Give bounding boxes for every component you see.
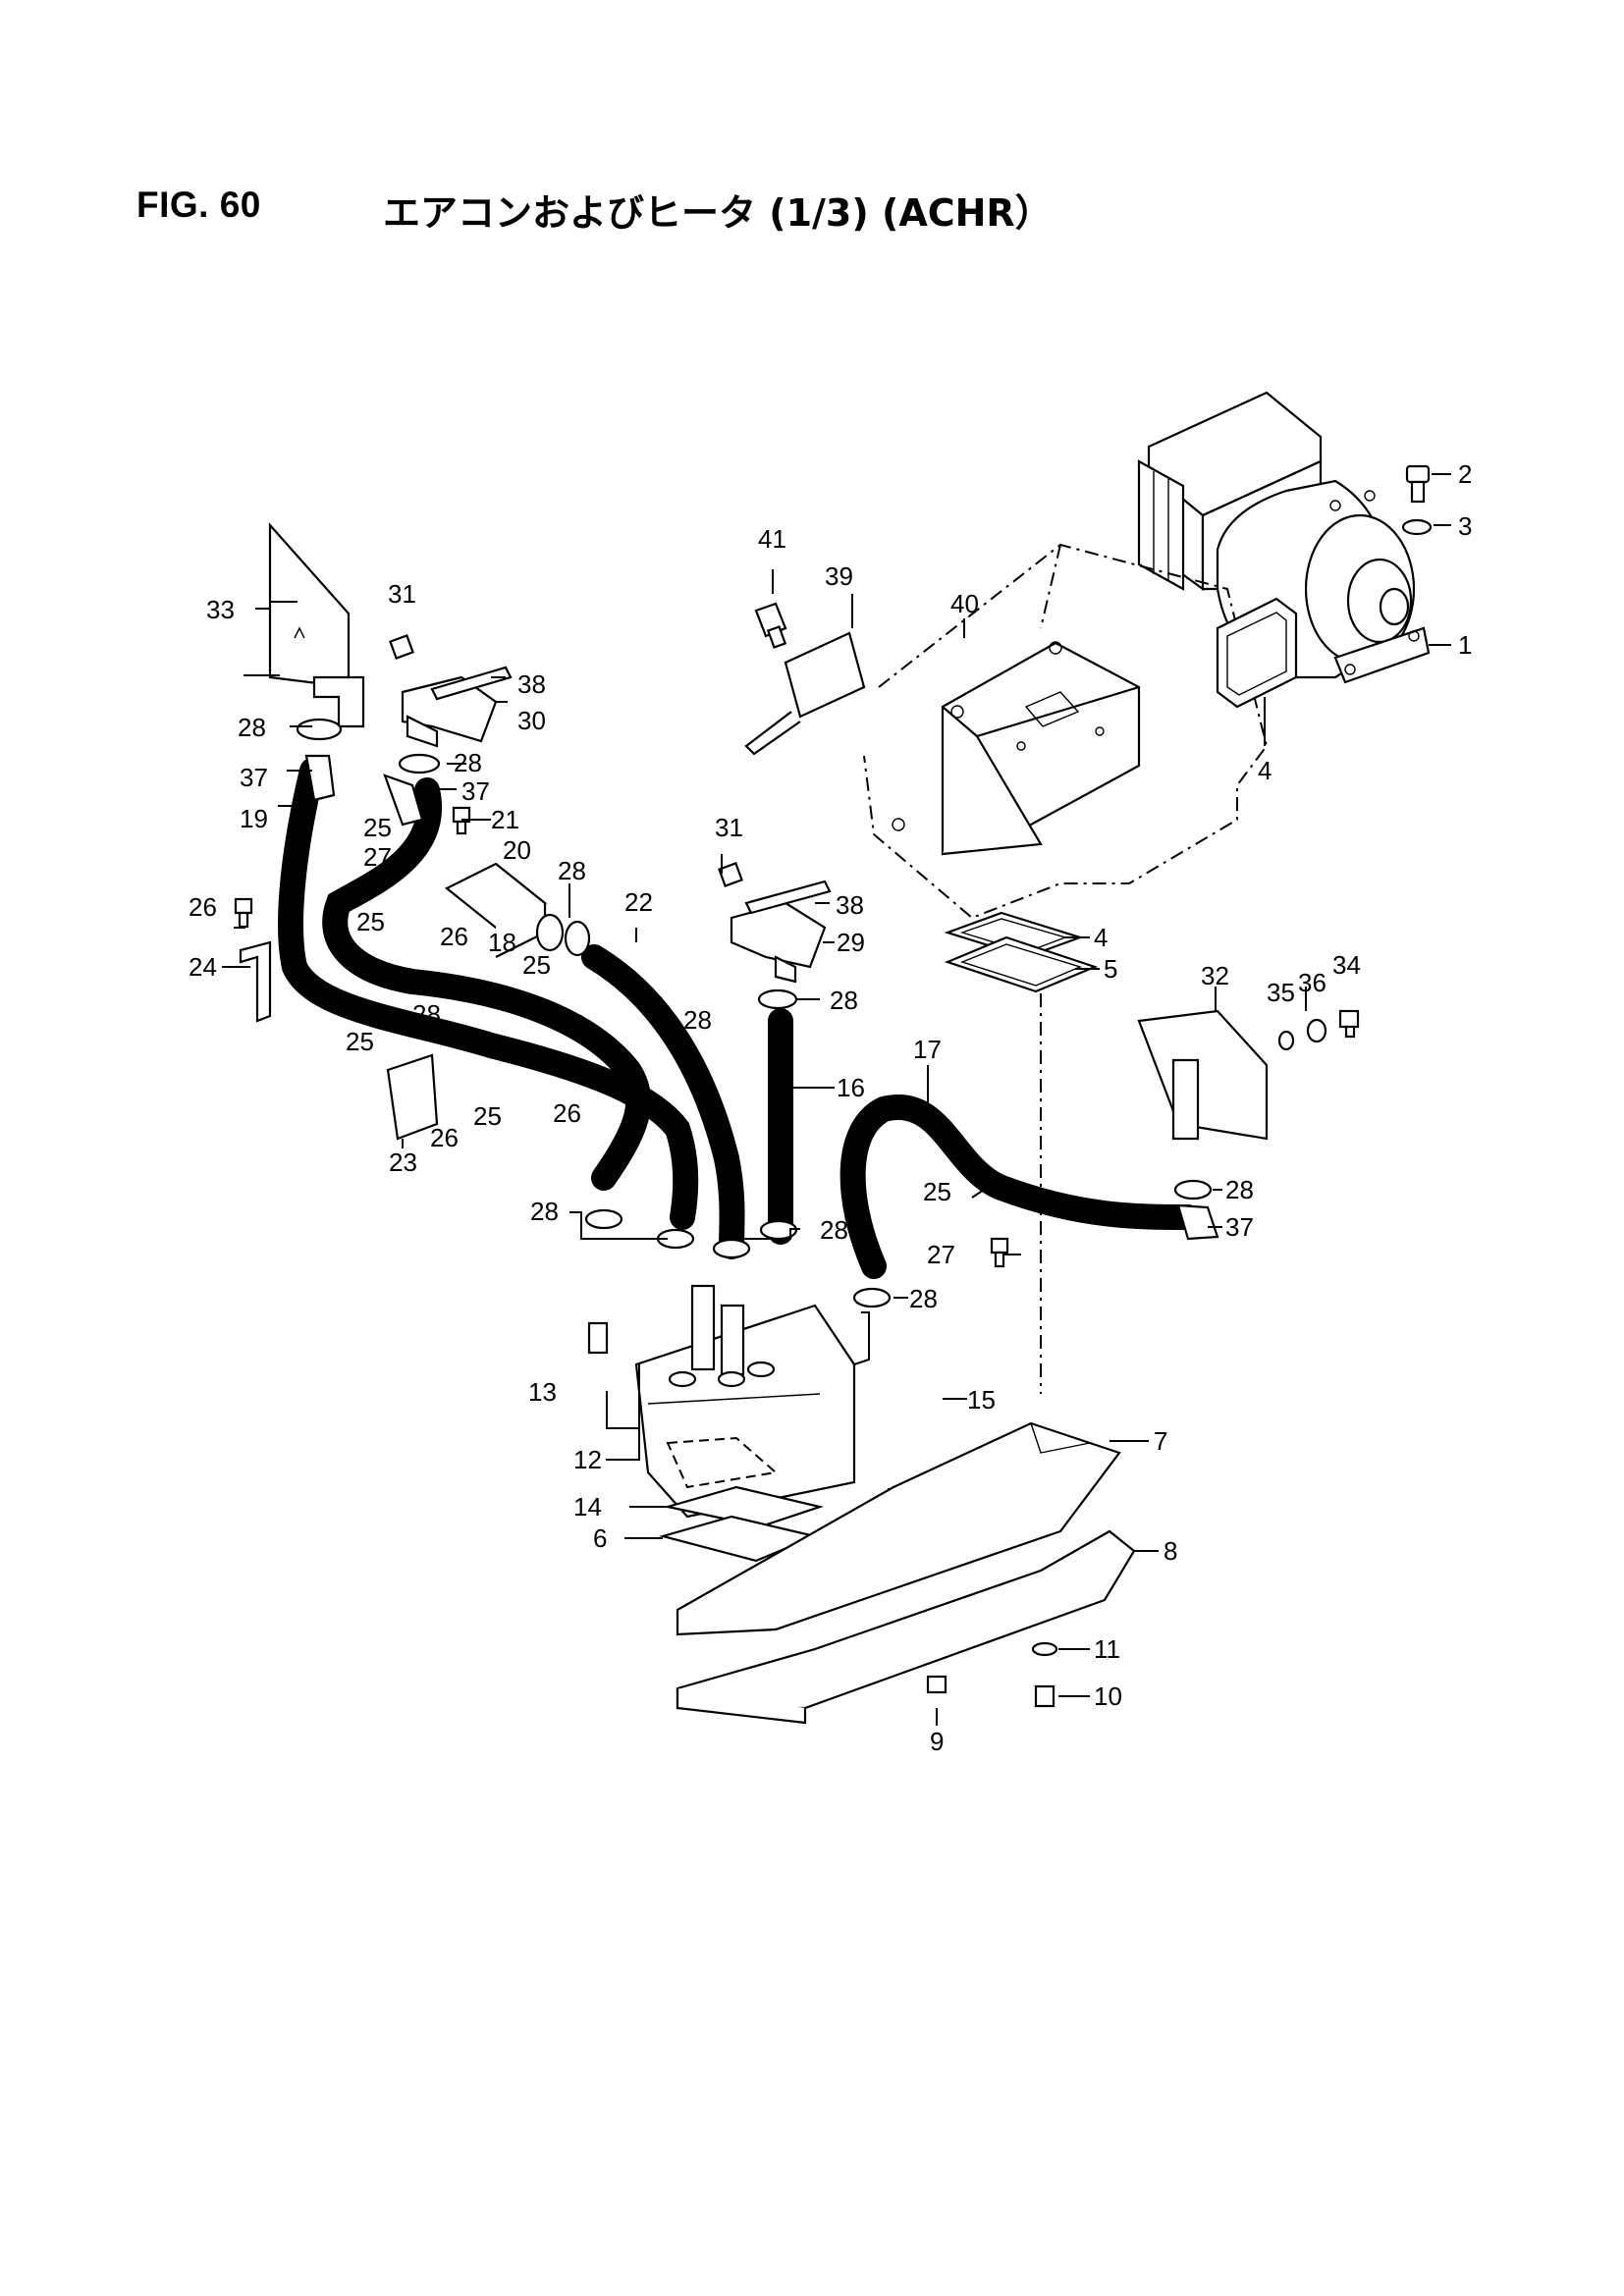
callout-36: 36: [1298, 968, 1326, 997]
callout-28: 28: [530, 1197, 559, 1226]
hose-18-drawing: [322, 777, 652, 1191]
callout-24: 24: [189, 952, 217, 982]
figure-number: FIG. 60: [136, 185, 261, 225]
heater-core-cover-drawing: [892, 641, 1141, 856]
bracket-39-drawing: [744, 631, 866, 756]
callout-9: 9: [930, 1727, 944, 1756]
callout-22: 22: [624, 887, 653, 917]
callout-26: 26: [189, 892, 217, 922]
screw-41-drawing: [754, 602, 787, 649]
bracket-23-drawing: [386, 1053, 439, 1141]
callout-26: 26: [553, 1098, 581, 1128]
callout-19: 19: [240, 804, 268, 833]
callout-14: 14: [573, 1492, 602, 1522]
callout-38: 38: [836, 890, 864, 920]
figure-title: エアコンおよびヒータ (1/3) (ACHR）: [383, 191, 1053, 235]
callout-29: 29: [837, 928, 865, 957]
callout-34: 34: [1332, 950, 1361, 980]
leader-lines: [222, 473, 1451, 1726]
callout-4: 4: [1258, 756, 1272, 785]
defroster-nozzle-33-drawing: [268, 522, 365, 728]
callout-20: 20: [503, 835, 531, 865]
callout-28: 28: [558, 856, 586, 885]
callout-28: 28: [238, 713, 266, 742]
callout-28: 28: [454, 748, 482, 777]
callout-27: 27: [927, 1240, 955, 1269]
callout-37: 37: [461, 776, 490, 806]
callout-39: 39: [825, 561, 853, 591]
bracket-24-drawing: [239, 940, 272, 1023]
callout-28: 28: [830, 986, 858, 1015]
callout-35: 35: [1267, 978, 1295, 1007]
callout-33: 33: [206, 595, 235, 624]
callout-1: 1: [1458, 630, 1472, 660]
callout-21: 21: [491, 805, 519, 834]
callout-28: 28: [412, 999, 441, 1029]
callout-12: 12: [573, 1445, 602, 1474]
callout-23: 23: [389, 1148, 417, 1177]
callout-30: 30: [517, 706, 546, 735]
callout-17: 17: [913, 1035, 942, 1064]
callout-25: 25: [356, 907, 385, 936]
callout-16: 16: [837, 1073, 865, 1102]
callout-6: 6: [593, 1523, 607, 1553]
plenum-housing-drawing: [863, 543, 1269, 920]
callout-7: 7: [1154, 1426, 1167, 1456]
callout-2: 2: [1458, 459, 1472, 489]
floor-duct-7-drawing: [676, 1421, 1121, 1636]
callout-37: 37: [1225, 1212, 1254, 1242]
callout-40: 40: [950, 589, 979, 618]
hose-19-drawing: [278, 758, 699, 1230]
filter-frame-drawing: [1216, 597, 1298, 709]
heater-box-12-drawing: [634, 1284, 856, 1519]
callout-5: 5: [1104, 954, 1117, 984]
callout-38: 38: [517, 669, 546, 699]
callout-32: 32: [1201, 961, 1229, 990]
washer-11-drawing: [1031, 1641, 1058, 1657]
callout-28: 28: [1225, 1175, 1254, 1204]
callout-41: 41: [758, 524, 786, 554]
callout-25: 25: [346, 1027, 374, 1056]
callout-27: 27: [363, 842, 392, 872]
bolt-10-drawing: [1034, 1684, 1056, 1708]
callout-labels: 1 2 3 4 4 5 6 7 8 9 10 11 12 13 14 15 16…: [189, 459, 1472, 1756]
hose-17-drawing: [839, 1095, 1201, 1279]
hose-elbows-37-drawing: [304, 754, 1219, 1241]
callout-10: 10: [1094, 1682, 1122, 1711]
defroster-nozzle-32-drawing: [1137, 1009, 1269, 1141]
hose-22-drawing: [581, 944, 745, 1259]
callout-26: 26: [430, 1123, 459, 1152]
callout-28: 28: [909, 1284, 938, 1313]
callout-28: 28: [683, 1005, 712, 1035]
callout-31: 31: [715, 813, 743, 842]
callout-25: 25: [473, 1101, 502, 1131]
duct-adapter-20-drawing: [444, 862, 565, 958]
callout-28: 28: [820, 1215, 848, 1245]
callout-25: 25: [522, 950, 551, 980]
callout-11: 11: [1094, 1634, 1120, 1664]
callout-8: 8: [1164, 1536, 1177, 1566]
callout-18: 18: [488, 928, 516, 957]
strip-38-drawings: [430, 666, 832, 915]
callout-13: 13: [528, 1377, 557, 1407]
gasket-5-drawing: [944, 935, 1099, 993]
nut-9-drawing: [926, 1675, 947, 1694]
callout-25: 25: [363, 813, 392, 842]
callout-25: 25: [923, 1177, 951, 1206]
hose-clamps-28-drawing: [296, 718, 1213, 1308]
nozzle-29-drawing: [730, 901, 827, 984]
callout-26: 26: [440, 922, 468, 951]
callout-15: 15: [967, 1385, 996, 1415]
nozzle-30-drawing: [401, 675, 498, 748]
callout-3: 3: [1458, 511, 1472, 541]
callout-37: 37: [240, 763, 268, 792]
callout-4: 4: [1094, 923, 1108, 952]
callout-31: 31: [388, 579, 416, 609]
